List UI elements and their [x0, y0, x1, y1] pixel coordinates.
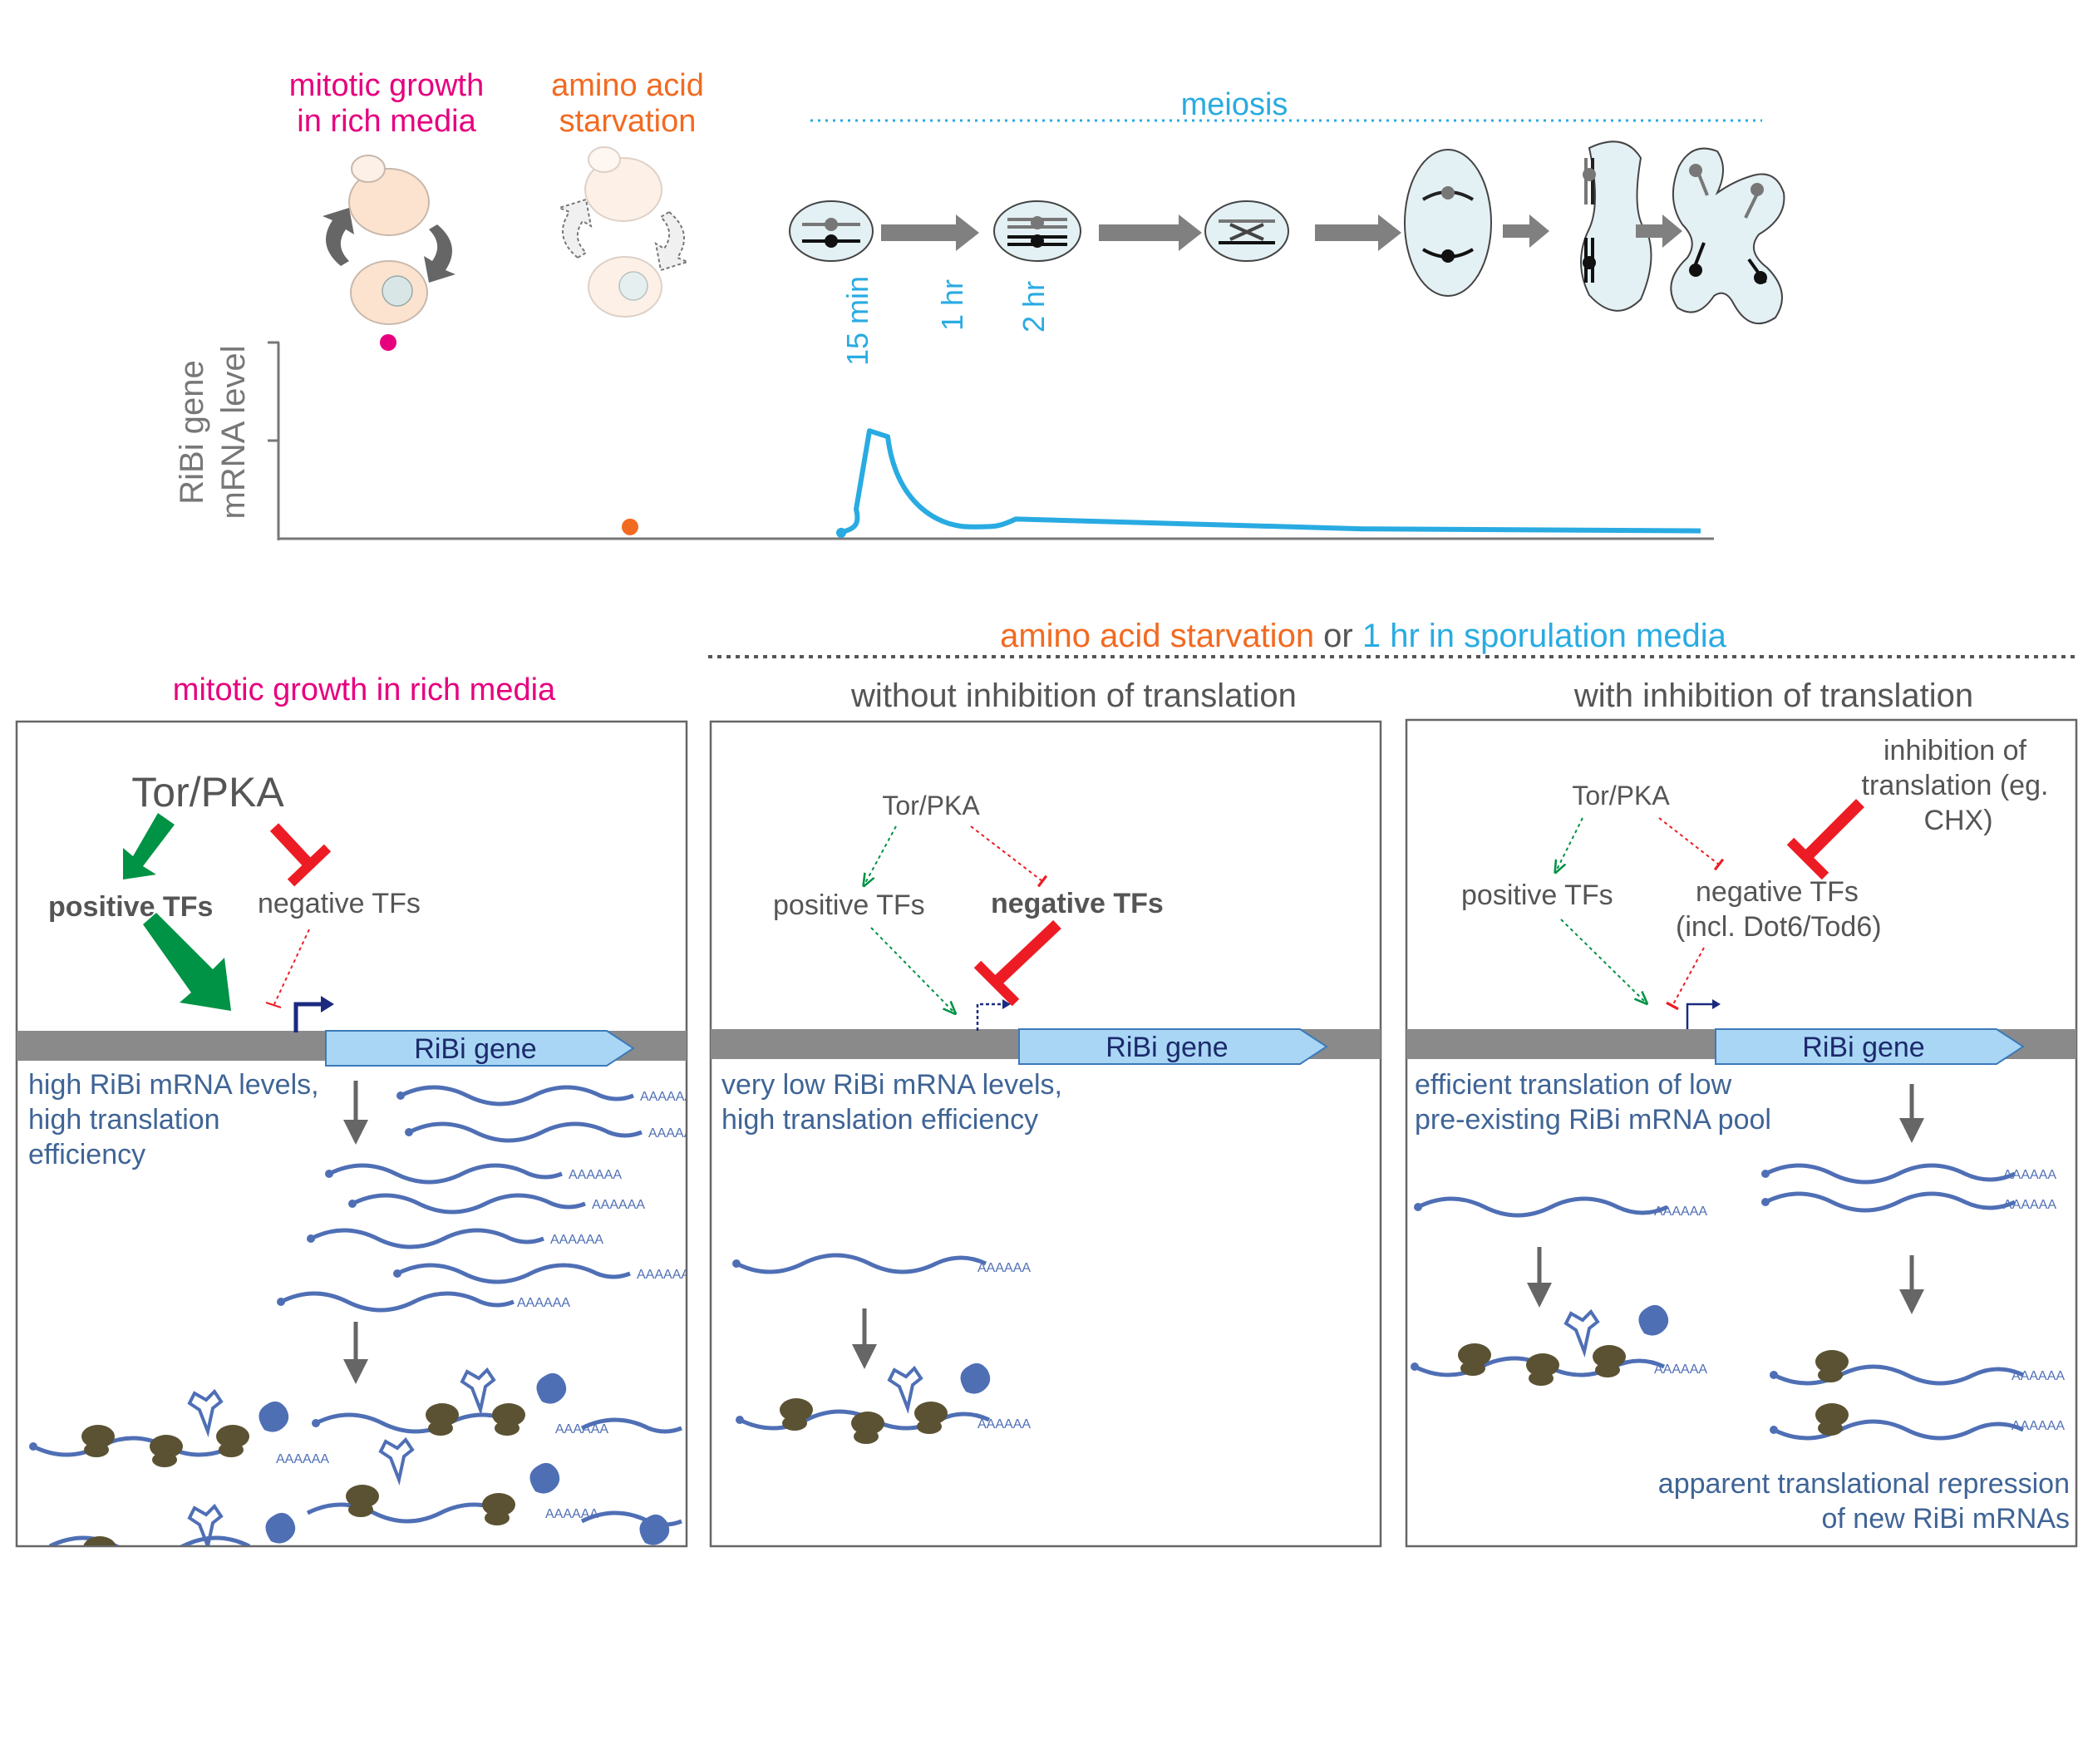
panel3-apparent-2: of new RiBi mRNAs	[1821, 1503, 2070, 1535]
polyA: AAAAAA	[592, 1198, 645, 1212]
panel2-gene-label: RiBi gene	[1105, 1032, 1228, 1063]
polyA: AAAAAA	[637, 1268, 690, 1282]
group-title-or: or	[1314, 618, 1362, 654]
polyA: AAAAAA	[569, 1168, 622, 1182]
panel1-title: mitotic growth in rich media	[173, 673, 556, 707]
polyA: AAAAAA	[2012, 1419, 2065, 1433]
aa-label-2: starvation	[559, 104, 697, 139]
panel2-tor-pka: Tor/PKA	[882, 791, 980, 820]
starvation-cell-cycle-icon	[557, 146, 690, 318]
panel1-desc-3: efficiency	[28, 1139, 145, 1170]
meiosis-series-start-point	[836, 527, 846, 538]
panel3-apparent-1: apparent translational repression	[1658, 1468, 2070, 1500]
panel2-desc-2: high translation efficiency	[721, 1104, 1038, 1136]
data-point	[622, 518, 638, 535]
group-title-sporulation: 1 hr in sporulation media	[1362, 618, 1727, 654]
panel1-negative-tfs: negative TFs	[258, 888, 421, 919]
panel3-negative-tfs-incl: (incl. Dot6/Tod6)	[1676, 911, 1882, 943]
panel1-green-arrow-2	[143, 913, 231, 1011]
meiosis-label: meiosis	[1181, 87, 1288, 122]
panel3-ribi-gene	[1715, 1028, 2025, 1065]
panel3-negative-tfs: negative TFs	[1696, 876, 1859, 908]
panel3-inhib-2: translation (eg.	[1862, 770, 2049, 801]
polyA: AAAAAA	[640, 1090, 693, 1104]
polyA: AAAAAA	[977, 1417, 1031, 1431]
polyA: AAAAAA	[276, 1452, 329, 1466]
panel1-desc-2: high translation	[28, 1104, 220, 1136]
time-1hr: 1 hr	[935, 279, 969, 331]
panel1-mrnas: AAAAAA AAAAAA AAAAAA AAAAAA AAAAAA AAAAA…	[29, 1085, 702, 1545]
mitotic-label-1: mitotic growth	[289, 68, 484, 103]
polyA: AAAAAA	[1654, 1205, 1707, 1219]
panel2-ribi-gene	[1018, 1028, 1328, 1065]
panel1-ribi-gene	[325, 1030, 635, 1067]
panel2-positive-tfs: positive TFs	[773, 889, 925, 921]
time-2hr: 2 hr	[1017, 281, 1051, 333]
panel1: Tor/PKA positive TFs negative TFs RiBi g…	[15, 720, 702, 1548]
mitotic-cell-cycle-icon	[323, 155, 455, 325]
polyA: AAAAAA	[2012, 1369, 2065, 1383]
aa-label-1: amino acid	[551, 68, 704, 103]
group-title-aa: amino acid starvation	[1000, 618, 1314, 654]
chart-axes	[268, 341, 1714, 540]
panel3-gene-label: RiBi gene	[1802, 1032, 1924, 1063]
panel1-gene-label: RiBi gene	[414, 1033, 536, 1065]
panel2-negative-tfs: negative TFs	[991, 888, 1164, 919]
y-axis-label-2: mRNA level	[215, 346, 252, 520]
panel2: Tor/PKA positive TFs negative TFs RiBi g…	[709, 720, 1382, 1548]
panel3-inhib-3: CHX)	[1923, 805, 1992, 836]
polyA: AAAAAA	[2003, 1198, 2056, 1212]
panel3-desc-1: efficient translation of low	[1415, 1069, 1732, 1101]
meiosis-progression	[789, 140, 1785, 325]
group-title: amino acid starvation or 1 hr in sporula…	[1000, 618, 1727, 654]
panel2-title: without inhibition of translation	[850, 678, 1297, 714]
polyA: AAAAAA	[648, 1126, 702, 1141]
panel1-green-arrow-1	[123, 813, 175, 880]
panel1-positive-tfs: positive TFs	[48, 891, 213, 923]
data-point	[380, 334, 396, 351]
panel3-positive-tfs: positive TFs	[1461, 880, 1613, 911]
polyA: AAAAAA	[1654, 1362, 1707, 1377]
meiosis-series-line	[840, 428, 1701, 535]
panel1-tor-pka: Tor/PKA	[131, 769, 284, 815]
panel1-desc-1: high RiBi mRNA levels,	[28, 1069, 319, 1101]
panel3-title: with inhibition of translation	[1573, 678, 1973, 714]
polyA: AAAAAA	[545, 1507, 598, 1521]
polyA: AAAAAA	[977, 1261, 1031, 1275]
y-axis-label-1: RiBi gene	[174, 360, 210, 504]
polyA: AAAAAA	[555, 1422, 608, 1436]
mitotic-label-2: in rich media	[297, 104, 476, 139]
panel3-inhib-1: inhibition of	[1883, 735, 2027, 766]
chart-marks	[380, 334, 1701, 538]
polyA: AAAAAA	[517, 1296, 570, 1310]
time-15min: 15 min	[840, 276, 874, 366]
panel2-desc-1: very low RiBi mRNA levels,	[721, 1069, 1062, 1101]
panel3-tor-pka: Tor/PKA	[1572, 781, 1670, 811]
polyA: AAAAAA	[550, 1233, 603, 1247]
panel3-desc-2: pre-existing RiBi mRNA pool	[1415, 1104, 1771, 1136]
panel3: Tor/PKA inhibition of translation (eg. C…	[1405, 718, 2078, 1548]
polyA: AAAAAA	[2003, 1168, 2056, 1182]
